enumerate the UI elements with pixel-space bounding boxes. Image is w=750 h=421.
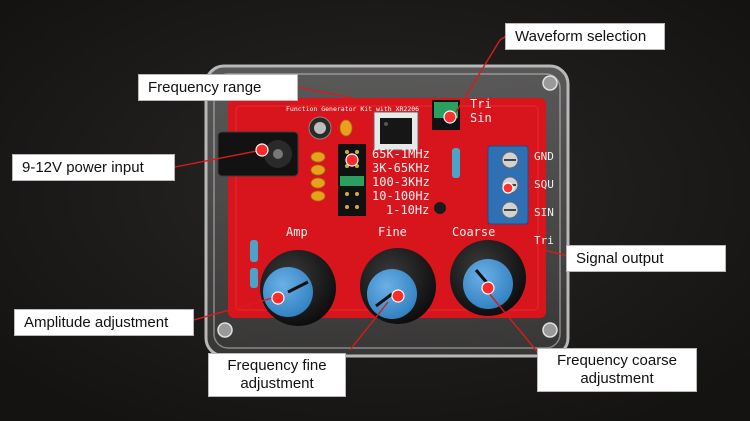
range-label: 100-3KHz <box>372 175 430 189</box>
range-label: 65K-1MHz <box>372 147 430 161</box>
waveform-jumper <box>432 100 460 130</box>
ic-xr2206 <box>373 111 419 151</box>
knob-amplitude[interactable] <box>260 250 336 326</box>
callout-lines <box>174 35 569 356</box>
callout-amplitude-adjustment: Amplitude adjustment <box>14 309 194 336</box>
callout-frequency-coarse: Frequency coarse adjustment <box>537 348 697 392</box>
electrolytic-capacitor <box>308 116 332 140</box>
callout-frequency-fine: Frequency fine adjustment <box>208 353 346 397</box>
output-terminal-block <box>487 145 529 225</box>
range-label: 3K-65KHz <box>372 161 430 175</box>
callout-waveform-selection: Waveform selection <box>505 23 665 50</box>
output-label: Tri <box>534 234 554 247</box>
callout-dots <box>255 143 495 305</box>
knob-fine[interactable] <box>360 248 436 324</box>
output-label: SQU <box>534 178 554 191</box>
range-label: 10-100Hz <box>372 189 430 203</box>
range-label: 1-10Hz <box>386 203 429 217</box>
output-label: GND <box>534 150 554 163</box>
ceramic-capacitors <box>310 119 353 202</box>
output-labels: GND SQU SIN Tri <box>534 150 554 247</box>
knob-label: Coarse <box>452 225 495 239</box>
waveform-label-tri: Tri <box>470 97 492 111</box>
transistor <box>434 202 446 214</box>
callout-power-input: 9-12V power input <box>12 154 175 181</box>
resistors <box>250 148 460 288</box>
knob-label: Amp <box>286 225 308 239</box>
knob-labels: Amp Fine Coarse <box>286 225 495 239</box>
callout-frequency-range: Frequency range <box>138 74 298 101</box>
knob-coarse[interactable] <box>450 240 526 316</box>
knob-label: Fine <box>378 225 407 239</box>
waveform-label-sin: Sin <box>470 111 492 125</box>
callout-signal-output: Signal output <box>566 245 726 272</box>
pcb-title: Function Generator Kit with XR2206 <box>286 105 419 113</box>
output-label: SIN <box>534 206 554 219</box>
